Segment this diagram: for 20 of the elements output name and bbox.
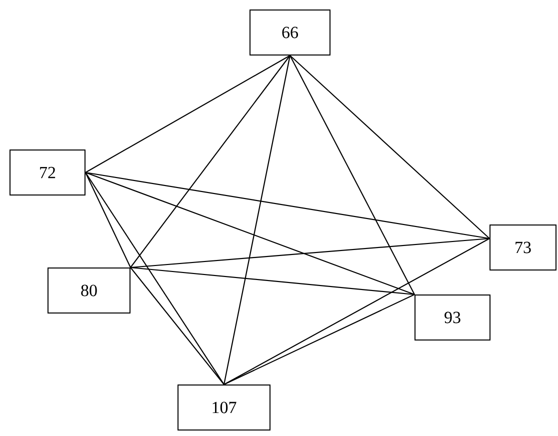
connector-line: [85, 172, 224, 385]
connector-line: [130, 238, 490, 268]
number-box: 66: [250, 10, 330, 56]
connector-line: [85, 55, 290, 173]
connector-line: [223, 55, 291, 385]
number-box: 107: [178, 384, 270, 430]
connector-line: [130, 55, 290, 268]
connector-line: [224, 238, 490, 385]
connector-line: [130, 267, 224, 385]
connector-line: [290, 55, 415, 295]
number-box: 93: [414, 294, 490, 340]
connector-line: [290, 55, 490, 239]
number-box: 80: [48, 268, 130, 314]
connector-line: [130, 266, 415, 296]
number-box: 72: [10, 150, 86, 196]
connector-line: [85, 172, 131, 268]
connector-line: [85, 172, 415, 295]
connector-line: [85, 172, 490, 240]
connector-line: [224, 294, 415, 385]
number-box: 73: [490, 224, 556, 270]
